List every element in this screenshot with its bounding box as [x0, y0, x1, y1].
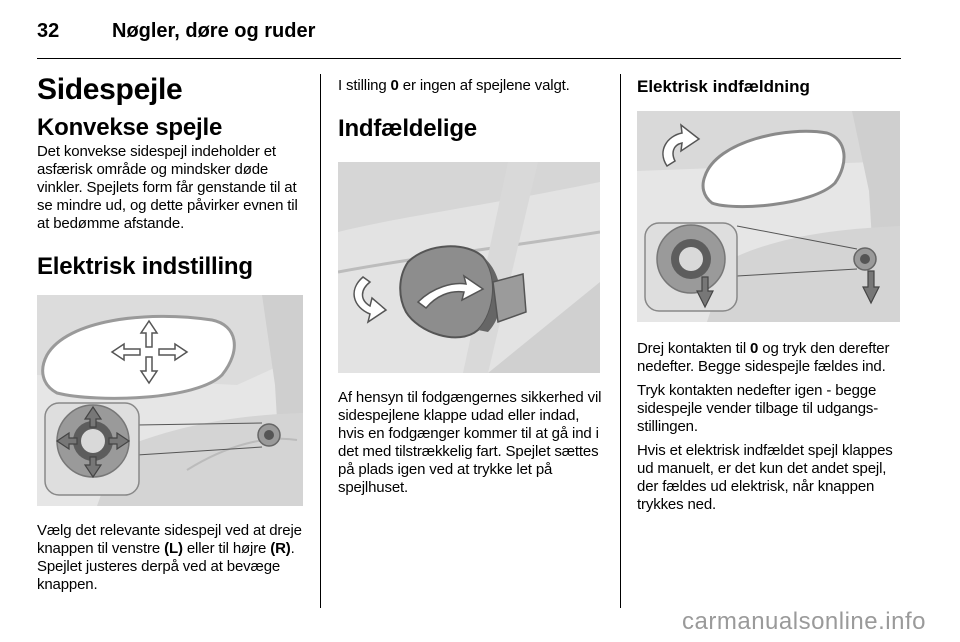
column-middle: I stilling 0 er ingen af spejlene valgt.… [338, 70, 603, 497]
page-number: 32 [37, 20, 60, 42]
heading-convex-mirrors: Konvekse spejle [37, 114, 223, 141]
paragraph-position-zero: I stilling 0 er ingen af spejlene valgt. [338, 77, 570, 94]
column-divider-1 [320, 74, 321, 608]
heading-electric-folding: Elektrisk indfældning [637, 77, 810, 96]
chapter-title: Nøgler, døre og ruder [112, 20, 316, 42]
watermark-text: carmanualsonline.info [682, 608, 926, 635]
heading-electric-adjustment: Elektrisk indstilling [37, 253, 253, 280]
mirror-arrow-down [139, 356, 159, 385]
paragraph-select-mirror: Vælg det relevante sidespejl ved at drej… [37, 522, 302, 593]
mirror-arrow-left [110, 342, 141, 362]
column-left: Sidespejle Konvekse spejle Det konvekse … [37, 70, 303, 594]
paragraph-electric-folding-3: Hvis et elektrisk indfældet spejl klap­p… [637, 442, 893, 513]
paragraph-electric-folding-2: Tryk kontakten nedefter igen - begge sid… [637, 382, 879, 435]
column-right: Elektrisk indfældning Drej [637, 70, 903, 514]
figure-electric-adjustment [37, 295, 303, 506]
mirror-arrow-right [158, 342, 189, 362]
figure-folding-mirror [338, 162, 600, 373]
paragraph-folding: Af hensyn til fodgængernes sikkerhed vil… [338, 389, 602, 496]
mirror-arrow-up [139, 319, 159, 348]
figure-electric-folding [637, 111, 900, 322]
column-divider-2 [620, 74, 621, 608]
section-title-sidespejle: Sidespejle [37, 73, 183, 106]
paragraph-electric-folding-1: Drej kontakten til 0 og tryk den der­eft… [637, 340, 890, 375]
paragraph-convex-mirrors: Det konvekse sidespejl indeholder et asf… [37, 143, 298, 232]
heading-folding: Indfældelige [338, 115, 477, 142]
header-rule [37, 58, 901, 59]
